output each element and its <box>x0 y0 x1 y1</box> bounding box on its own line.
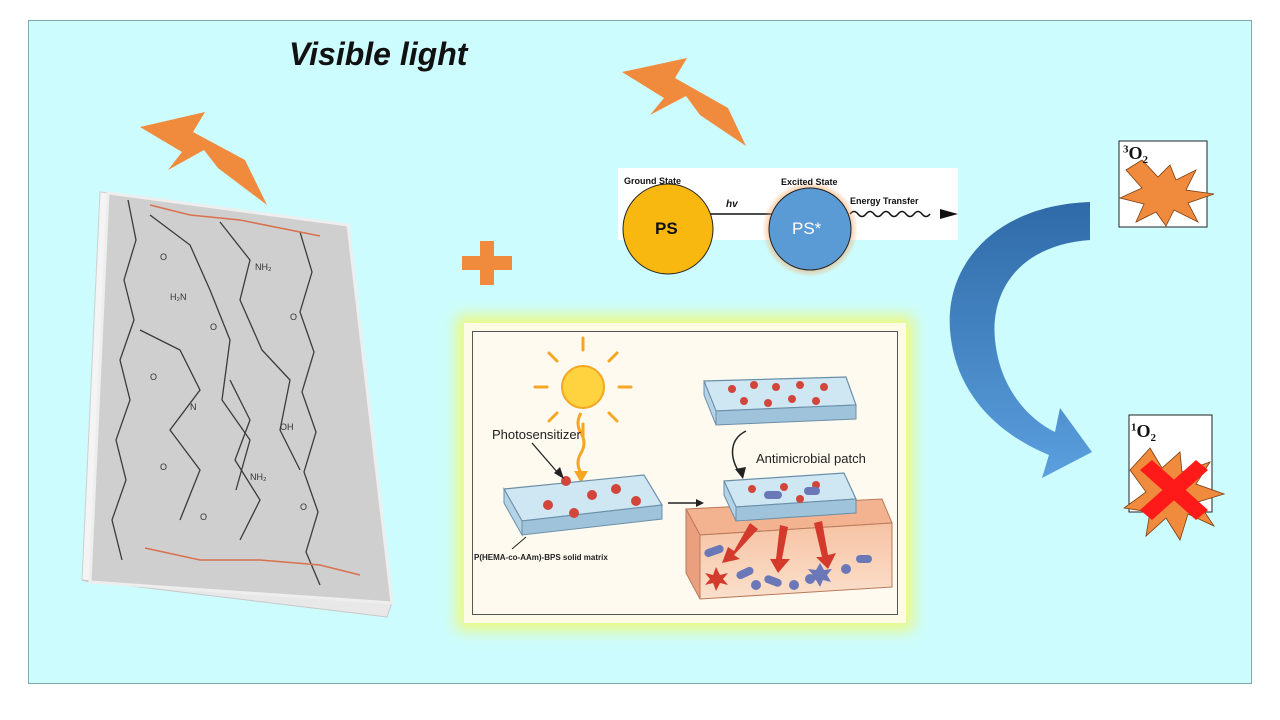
svg-text:OH: OH <box>280 422 294 432</box>
svg-text:H₂N: H₂N <box>170 292 187 302</box>
sun-icon <box>533 336 633 438</box>
svg-text:NH₂: NH₂ <box>255 262 272 272</box>
matrix-label: P(HEMA-co-AAm)-BPS solid matrix <box>474 553 608 562</box>
lightning-bolt-icon <box>622 58 746 146</box>
svg-text:NH₂: NH₂ <box>250 472 267 482</box>
singlet-superscript: 1 <box>1131 421 1137 434</box>
singlet-oxygen-label: 1O2 <box>1131 421 1156 444</box>
photosensitizer-label: Photosensitizer <box>492 427 581 442</box>
plus-icon <box>462 241 512 285</box>
ps-ground-circle <box>622 183 714 275</box>
ps-excited-label: PS* <box>792 219 822 238</box>
triplet-oxygen-box <box>1118 140 1215 228</box>
svg-text:O: O <box>300 502 307 512</box>
antimicrobial-patch-label: Antimicrobial patch <box>756 451 866 466</box>
starburst-icon <box>1118 159 1215 227</box>
singlet-subscript: 2 <box>1150 432 1157 445</box>
visible-light-title: Visible light <box>289 36 468 72</box>
svg-text:O: O <box>160 462 167 472</box>
energy-transfer-diagram <box>618 168 958 277</box>
antimicrobial-panel: Photosensitizer Antimicrobial patch P(HE… <box>464 323 906 623</box>
svg-text:O: O <box>200 512 207 522</box>
svg-text:O: O <box>150 372 157 382</box>
curved-transition-arrow <box>949 202 1092 478</box>
hydrogel-sheet: O H₂N NH₂ O O O N OH O NH₂ O O <box>81 191 394 618</box>
svg-text:O: O <box>160 252 167 262</box>
triplet-oxygen-label: 3O2 <box>1123 143 1148 166</box>
singlet-symbol: O <box>1136 421 1151 441</box>
ps-label: PS <box>655 219 678 238</box>
energy-transfer-label: Energy Transfer <box>850 196 919 206</box>
ps-excited-circle <box>768 187 852 271</box>
cross-icon <box>1140 460 1208 520</box>
excited-state-label: Excited State <box>781 177 838 187</box>
singlet-oxygen-box <box>1122 414 1226 541</box>
hv-label: hv <box>726 199 738 210</box>
svg-text:O: O <box>210 322 217 332</box>
ground-state-label: Ground State <box>624 176 682 186</box>
triplet-subscript: 2 <box>1142 154 1149 167</box>
triplet-superscript: 3 <box>1123 143 1129 156</box>
lightning-bolt-icon <box>140 112 267 205</box>
triplet-symbol: O <box>1128 143 1143 163</box>
svg-text:N: N <box>190 402 197 412</box>
svg-text:O: O <box>290 312 297 322</box>
panel-graphics <box>503 336 893 600</box>
